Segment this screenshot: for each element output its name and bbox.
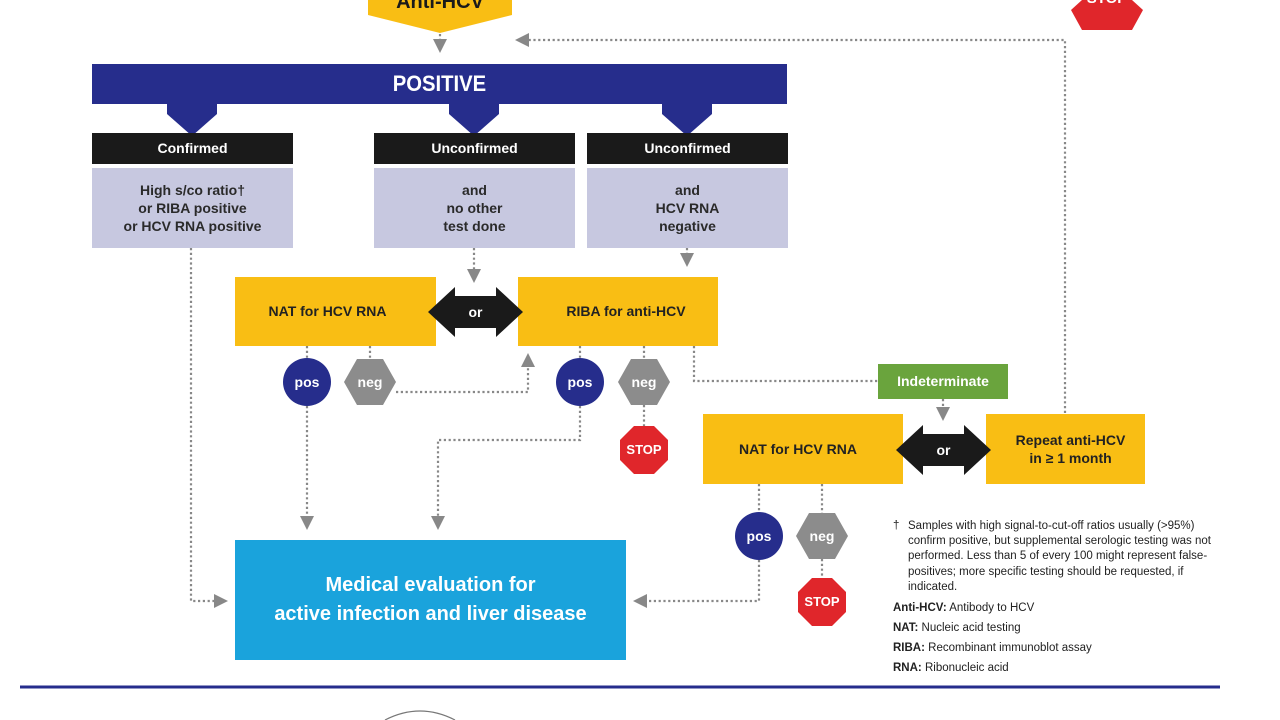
stop-label-2: STOP xyxy=(804,593,840,609)
confirmed-label: Confirmed xyxy=(157,140,228,157)
nat-hcv-rna-label: NAT for HCV RNA xyxy=(268,303,387,320)
neg-label-3: neg xyxy=(809,527,835,544)
chevron-arrow-icon xyxy=(167,104,217,136)
positive-bar xyxy=(92,64,787,104)
confirmed-header xyxy=(92,133,293,164)
stop-sign-2 xyxy=(798,578,846,626)
unconfirmed-box-1 xyxy=(374,168,575,248)
footnote-legend: † Samples with high signal-to-cut-off ra… xyxy=(893,519,1213,682)
chevron-arrow-icon xyxy=(449,104,499,136)
or-double-arrow xyxy=(428,287,523,337)
indeterminate-label: Indeterminate xyxy=(897,373,989,390)
nat-hcv-rna-box-2 xyxy=(703,414,903,484)
unconfirmed-header-2 xyxy=(587,133,788,164)
abbreviation-definition: Nucleic acid testing xyxy=(921,622,1021,635)
unconfirmed-label-1: Unconfirmed xyxy=(431,140,518,157)
neg-hexagon-2 xyxy=(618,359,670,405)
neg-label-2: neg xyxy=(631,373,657,390)
positive-label: POSITIVE xyxy=(392,70,487,96)
connector-confirmed-to-eval xyxy=(189,248,228,608)
abbreviation-item: RNA: Ribonucleic acid xyxy=(893,661,1213,676)
abbreviation-item: RIBA: Recombinant immunoblot assay xyxy=(893,641,1213,656)
connector-repeat-loop xyxy=(515,33,1067,413)
connector-neg1-to-riba xyxy=(396,353,535,394)
nat-hcv-rna-label-2: NAT for HCV RNA xyxy=(739,440,857,457)
pos-label-2: pos xyxy=(567,373,593,390)
unconfirmed-label-2: Unconfirmed xyxy=(644,140,731,157)
anti-hcv-label: Anti-HCV xyxy=(396,0,484,13)
or-label-2: or xyxy=(936,441,951,458)
top-stop-sign xyxy=(1071,0,1143,30)
abbreviation-definition: Recombinant immunoblot assay xyxy=(928,642,1092,655)
abbreviation-item: NAT: Nucleic acid testing xyxy=(893,621,1213,636)
unconfirmed-header-1 xyxy=(374,133,575,164)
anti-hcv-box xyxy=(368,0,512,33)
dagger-symbol: † xyxy=(893,520,900,532)
seal-partial-arc xyxy=(384,710,456,720)
connector-riba-to-indeterminate xyxy=(692,346,878,383)
abbreviation-definition: Antibody to HCV xyxy=(949,601,1035,614)
top-stop-label: STOP xyxy=(1071,0,1143,11)
confirmed-box xyxy=(92,168,293,248)
repeat-anti-hcv-box xyxy=(986,414,1145,484)
abbreviation-definition: Ribonucleic acid xyxy=(924,662,1009,675)
abbreviation-term: NAT: xyxy=(893,622,919,635)
pos-circle-3 xyxy=(735,512,783,560)
unconfirmed-criteria-text-2: and HCV RNA negative xyxy=(655,181,720,235)
footnote-text: Samples with high signal-to-cut-off rati… xyxy=(908,520,1211,593)
or-double-arrow-2 xyxy=(896,425,991,475)
pos-circle-1 xyxy=(283,358,331,406)
abbreviation-term: RIBA: xyxy=(893,642,925,655)
connector-pos3-to-eval xyxy=(633,560,761,608)
abbreviation-term: Anti-HCV: xyxy=(893,601,947,614)
medical-evaluation-label: Medical evaluation for active infection … xyxy=(274,574,587,625)
neg-label-1: neg xyxy=(357,373,383,390)
stop-label-1: STOP xyxy=(626,441,662,457)
pos-circle-2 xyxy=(556,358,604,406)
medical-evaluation-box xyxy=(235,540,626,660)
confirmed-criteria-text: High s/co ratio† or RIBA positive or HCV… xyxy=(123,181,262,235)
pos-label-1: pos xyxy=(294,373,320,390)
repeat-anti-hcv-label: Repeat anti-HCV in ≥ 1 month xyxy=(1015,431,1126,466)
nat-hcv-rna-box xyxy=(235,277,436,346)
riba-anti-hcv-label: RIBA for anti-HCV xyxy=(566,303,686,320)
abbreviation-item: Anti-HCV: Antibody to HCV xyxy=(893,601,1213,616)
stop-sign-1 xyxy=(620,426,668,474)
neg-hexagon-3 xyxy=(796,513,848,559)
chevron-arrow-icon xyxy=(662,104,712,136)
neg-hexagon-1 xyxy=(344,359,396,405)
riba-anti-hcv-box xyxy=(518,277,718,346)
abbreviation-term: RNA: xyxy=(893,662,922,675)
unconfirmed-box-2 xyxy=(587,168,788,248)
pos-label-3: pos xyxy=(746,527,772,544)
connector-pos2-to-eval xyxy=(431,406,582,530)
unconfirmed-criteria-text-1: and no other test done xyxy=(443,181,506,235)
indeterminate-box xyxy=(878,364,1008,399)
or-label: or xyxy=(468,303,483,320)
